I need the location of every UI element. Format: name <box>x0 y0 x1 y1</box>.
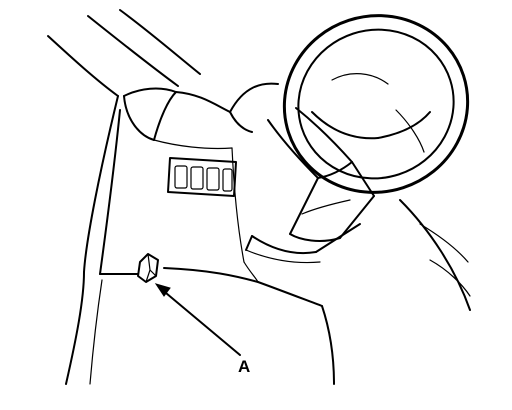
steering-wheel <box>282 14 470 194</box>
callout-label-a: A <box>238 357 250 376</box>
component-a-connector <box>137 253 159 283</box>
switch-panel <box>167 157 237 197</box>
callout-leader <box>154 283 241 356</box>
dashboard-top <box>153 82 279 150</box>
dashboard-end-cap <box>123 87 177 141</box>
column-cover <box>245 223 361 264</box>
a-pillar <box>47 9 201 97</box>
door-edge <box>65 95 119 385</box>
center-console <box>321 199 471 385</box>
lower-dash-panel <box>99 109 323 307</box>
